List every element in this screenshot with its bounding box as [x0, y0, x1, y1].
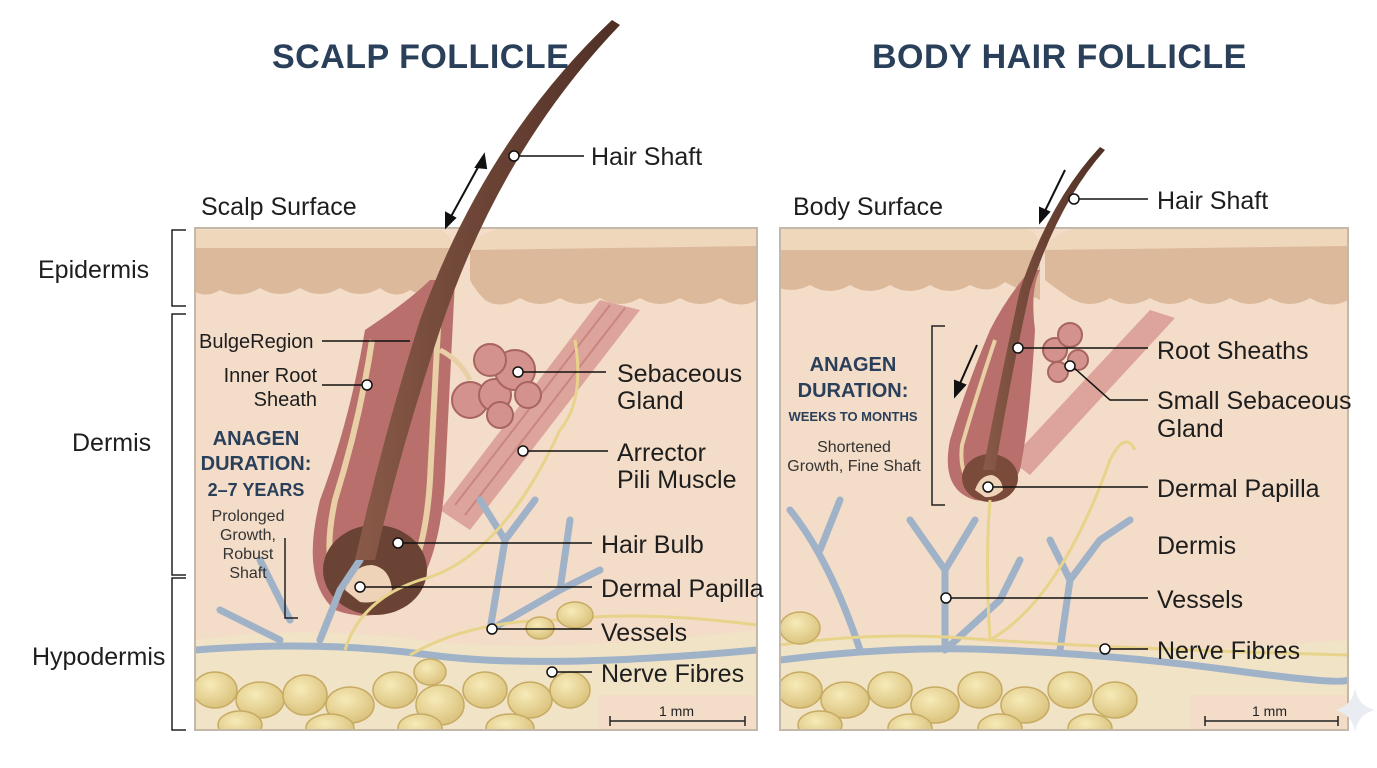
scalp-scale-label: 1 mm [659, 703, 694, 719]
body-note-line2: Growth, Fine Shaft [787, 458, 921, 475]
scalp-note-line3: Robust [222, 546, 274, 563]
body-anagen-line1: ANAGEN [809, 354, 897, 376]
scalp-hair-shaft-label: Hair Shaft [591, 143, 703, 171]
body-anagen-duration: WEEKS TO MONTHS [788, 409, 918, 424]
shortened-growth-arrow-icon [954, 169, 1066, 399]
epidermis-label: Epidermis [38, 256, 150, 284]
body-note-line1: Shortened [817, 439, 891, 456]
sebaceous-gland-label-line2: Gland [617, 387, 684, 415]
body-cross-section [780, 228, 1348, 730]
body-leader-lines [940, 193, 1148, 655]
body-dermis-label: Dermis [1157, 532, 1237, 560]
scalp-anagen-line2: DURATION: [200, 453, 312, 475]
small-sebaceous-label-line2: Gland [1157, 415, 1224, 443]
body-hair-shaft-label: Hair Shaft [1157, 187, 1269, 215]
scalp-anagen-duration: 2–7 YEARS [207, 480, 305, 500]
sparkle-icon [1335, 688, 1375, 732]
arrector-pili-label-line1: Arrector [617, 439, 706, 467]
inner-root-sheath-label-line1: Inner Root [223, 365, 317, 387]
body-surface-label: Body Surface [793, 193, 944, 221]
scalp-note-line2: Growth, [219, 527, 276, 544]
inner-root-sheath-label-line2: Sheath [253, 389, 317, 411]
scalp-cross-section [195, 228, 757, 730]
scale-bars [609, 716, 1339, 726]
small-sebaceous-label-line1: Small Sebaceous [1157, 387, 1352, 415]
body-nerve-fibres-label: Nerve Fibres [1157, 637, 1301, 665]
arrector-pili-label-line2: Pili Muscle [617, 466, 737, 494]
root-sheaths-label: Root Sheaths [1157, 337, 1309, 365]
body-dermal-papilla-label: Dermal Papilla [1157, 475, 1320, 503]
bulge-region-label: BulgeRegion [199, 331, 314, 353]
scalp-title: SCALP FOLLICLE [272, 38, 570, 76]
body-anagen-line2: DURATION: [797, 380, 909, 402]
scalp-anagen-note: Prolonged Growth, Robust Shaft [196, 507, 300, 583]
body-anagen-block: ANAGEN DURATION: WEEKS TO MONTHS [782, 352, 924, 430]
body-anagen-note: Shortened Growth, Fine Shaft [780, 438, 928, 476]
body-title: BODY HAIR FOLLICLE [872, 38, 1247, 76]
scalp-note-line4: Shaft [229, 565, 267, 582]
scalp-anagen-line1: ANAGEN [212, 428, 300, 450]
scalp-vessels-label: Vessels [601, 619, 688, 647]
hair-bulb-label: Hair Bulb [601, 531, 704, 559]
sebaceous-gland-label-line1: Sebaceous [617, 360, 743, 388]
hypodermis-label: Hypodermis [32, 643, 166, 671]
scalp-surface-label: Scalp Surface [201, 193, 357, 221]
dermis-label: Dermis [72, 429, 152, 457]
body-vessels-label: Vessels [1157, 586, 1244, 614]
layer-brackets [171, 229, 945, 731]
scalp-anagen-block: ANAGEN DURATION: 2–7 YEARS [196, 427, 316, 503]
scalp-leader-lines [322, 150, 608, 678]
scalp-note-line1: Prolonged [211, 508, 285, 525]
scalp-nerve-fibres-label: Nerve Fibres [601, 660, 745, 688]
growth-arrow-icon [445, 152, 488, 230]
body-scale-label: 1 mm [1252, 703, 1287, 719]
scalp-dermal-papilla-label: Dermal Papilla [601, 575, 764, 603]
